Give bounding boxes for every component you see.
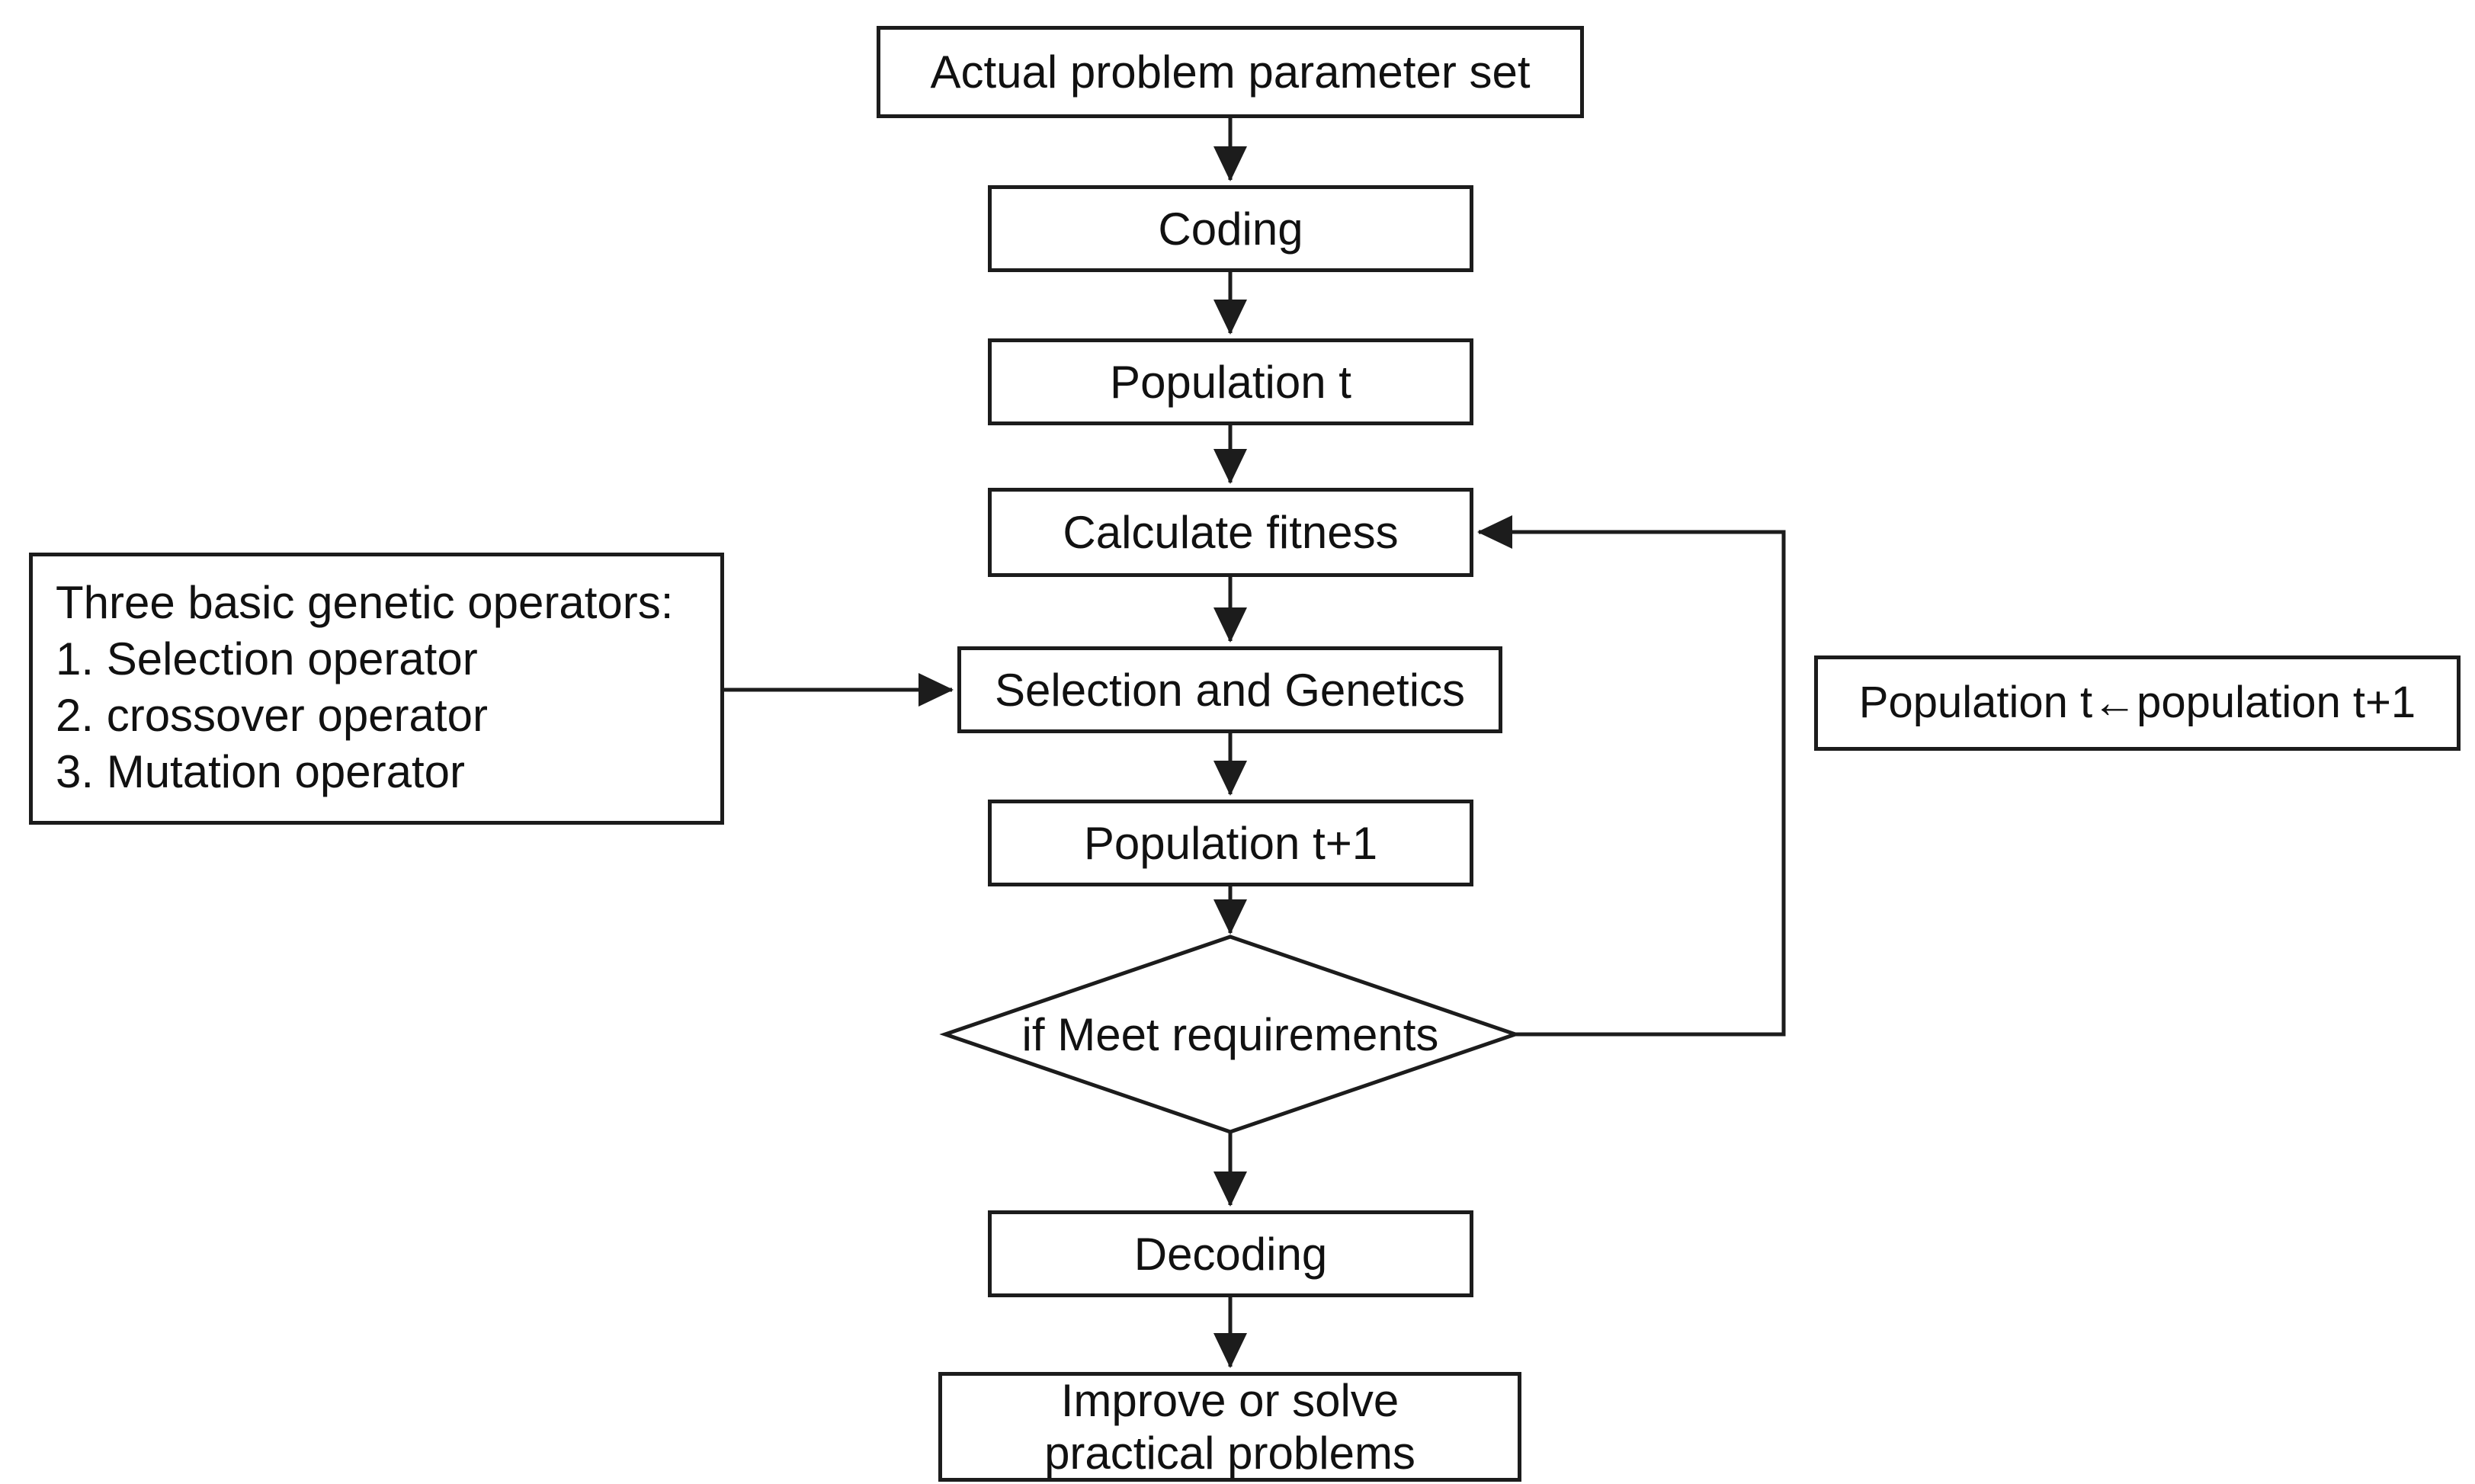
node-three-basic-genetic-operators: Three basic genetic operators: 1. Select… (29, 553, 724, 825)
node-label: Population t+1 (1083, 817, 1378, 869)
node-decision-if-meet-requirements: if Meet requirements (945, 937, 1515, 1132)
node-selection-and-genetics: Selection and Genetics (957, 646, 1502, 733)
node-actual-problem-parameter-set: Actual problem parameter set (877, 26, 1584, 118)
node-coding: Coding (988, 185, 1473, 272)
node-improve-or-solve: Improve or solve practical problems (938, 1372, 1521, 1482)
node-decoding: Decoding (988, 1210, 1473, 1297)
node-label: Calculate fitness (1063, 507, 1399, 558)
node-label: Population t (1110, 356, 1351, 408)
node-label: Coding (1158, 203, 1303, 255)
node-population-update: Population t←population t+1 (1814, 655, 2461, 751)
node-label: if Meet requirements (1021, 1008, 1439, 1060)
node-population-t: Population t (988, 338, 1473, 425)
node-label: Improve or solve practical problems (1044, 1375, 1415, 1479)
node-population-t-plus-1: Population t+1 (988, 800, 1473, 886)
node-label: Selection and Genetics (994, 664, 1466, 716)
edge-feedback-loop (1477, 515, 1786, 1037)
note-line-selection: 1. Selection operator (56, 633, 478, 684)
note-line-heading: Three basic genetic operators: (56, 577, 674, 628)
node-calculate-fitness: Calculate fitness (988, 488, 1473, 577)
note-line-mutation: 3. Mutation operator (56, 746, 465, 797)
node-label: Actual problem parameter set (930, 46, 1531, 98)
decision-diamond-shape (939, 934, 1521, 1134)
node-label: Decoding (1133, 1228, 1328, 1280)
node-label: Population t←population t+1 (1858, 678, 2416, 728)
note-line-crossover: 2. crossover operator (56, 690, 488, 741)
